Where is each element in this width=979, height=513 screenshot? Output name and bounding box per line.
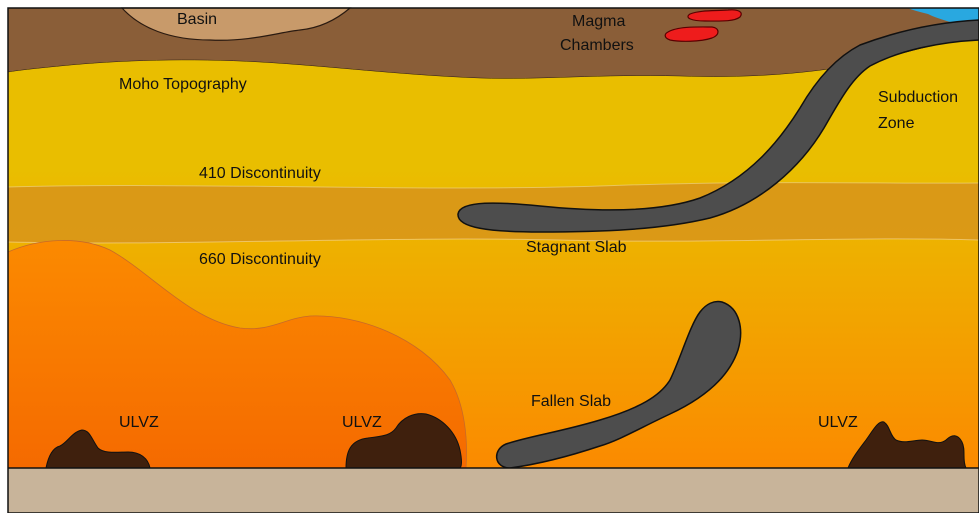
- fallen-slab-label: Fallen Slab: [531, 393, 611, 410]
- ulvz-right-label: ULVZ: [818, 414, 858, 431]
- outer-core: [8, 468, 979, 513]
- subduction-zone-label-line2: Zone: [878, 115, 915, 132]
- 410-discontinuity-label: 410 Discontinuity: [199, 165, 321, 182]
- ulvz-middle-label: ULVZ: [342, 414, 382, 431]
- magma-chambers-label-line2: Chambers: [560, 37, 634, 54]
- ulvz-left-label: ULVZ: [119, 414, 159, 431]
- stagnant-slab-label: Stagnant Slab: [526, 239, 627, 256]
- 660-discontinuity-label: 660 Discontinuity: [199, 251, 321, 268]
- magma-chambers-label-line1: Magma: [572, 13, 625, 30]
- moho-topography-label: Moho Topography: [119, 76, 247, 93]
- subduction-zone-label-line1: Subduction: [878, 89, 958, 106]
- basin-label: Basin: [177, 11, 217, 28]
